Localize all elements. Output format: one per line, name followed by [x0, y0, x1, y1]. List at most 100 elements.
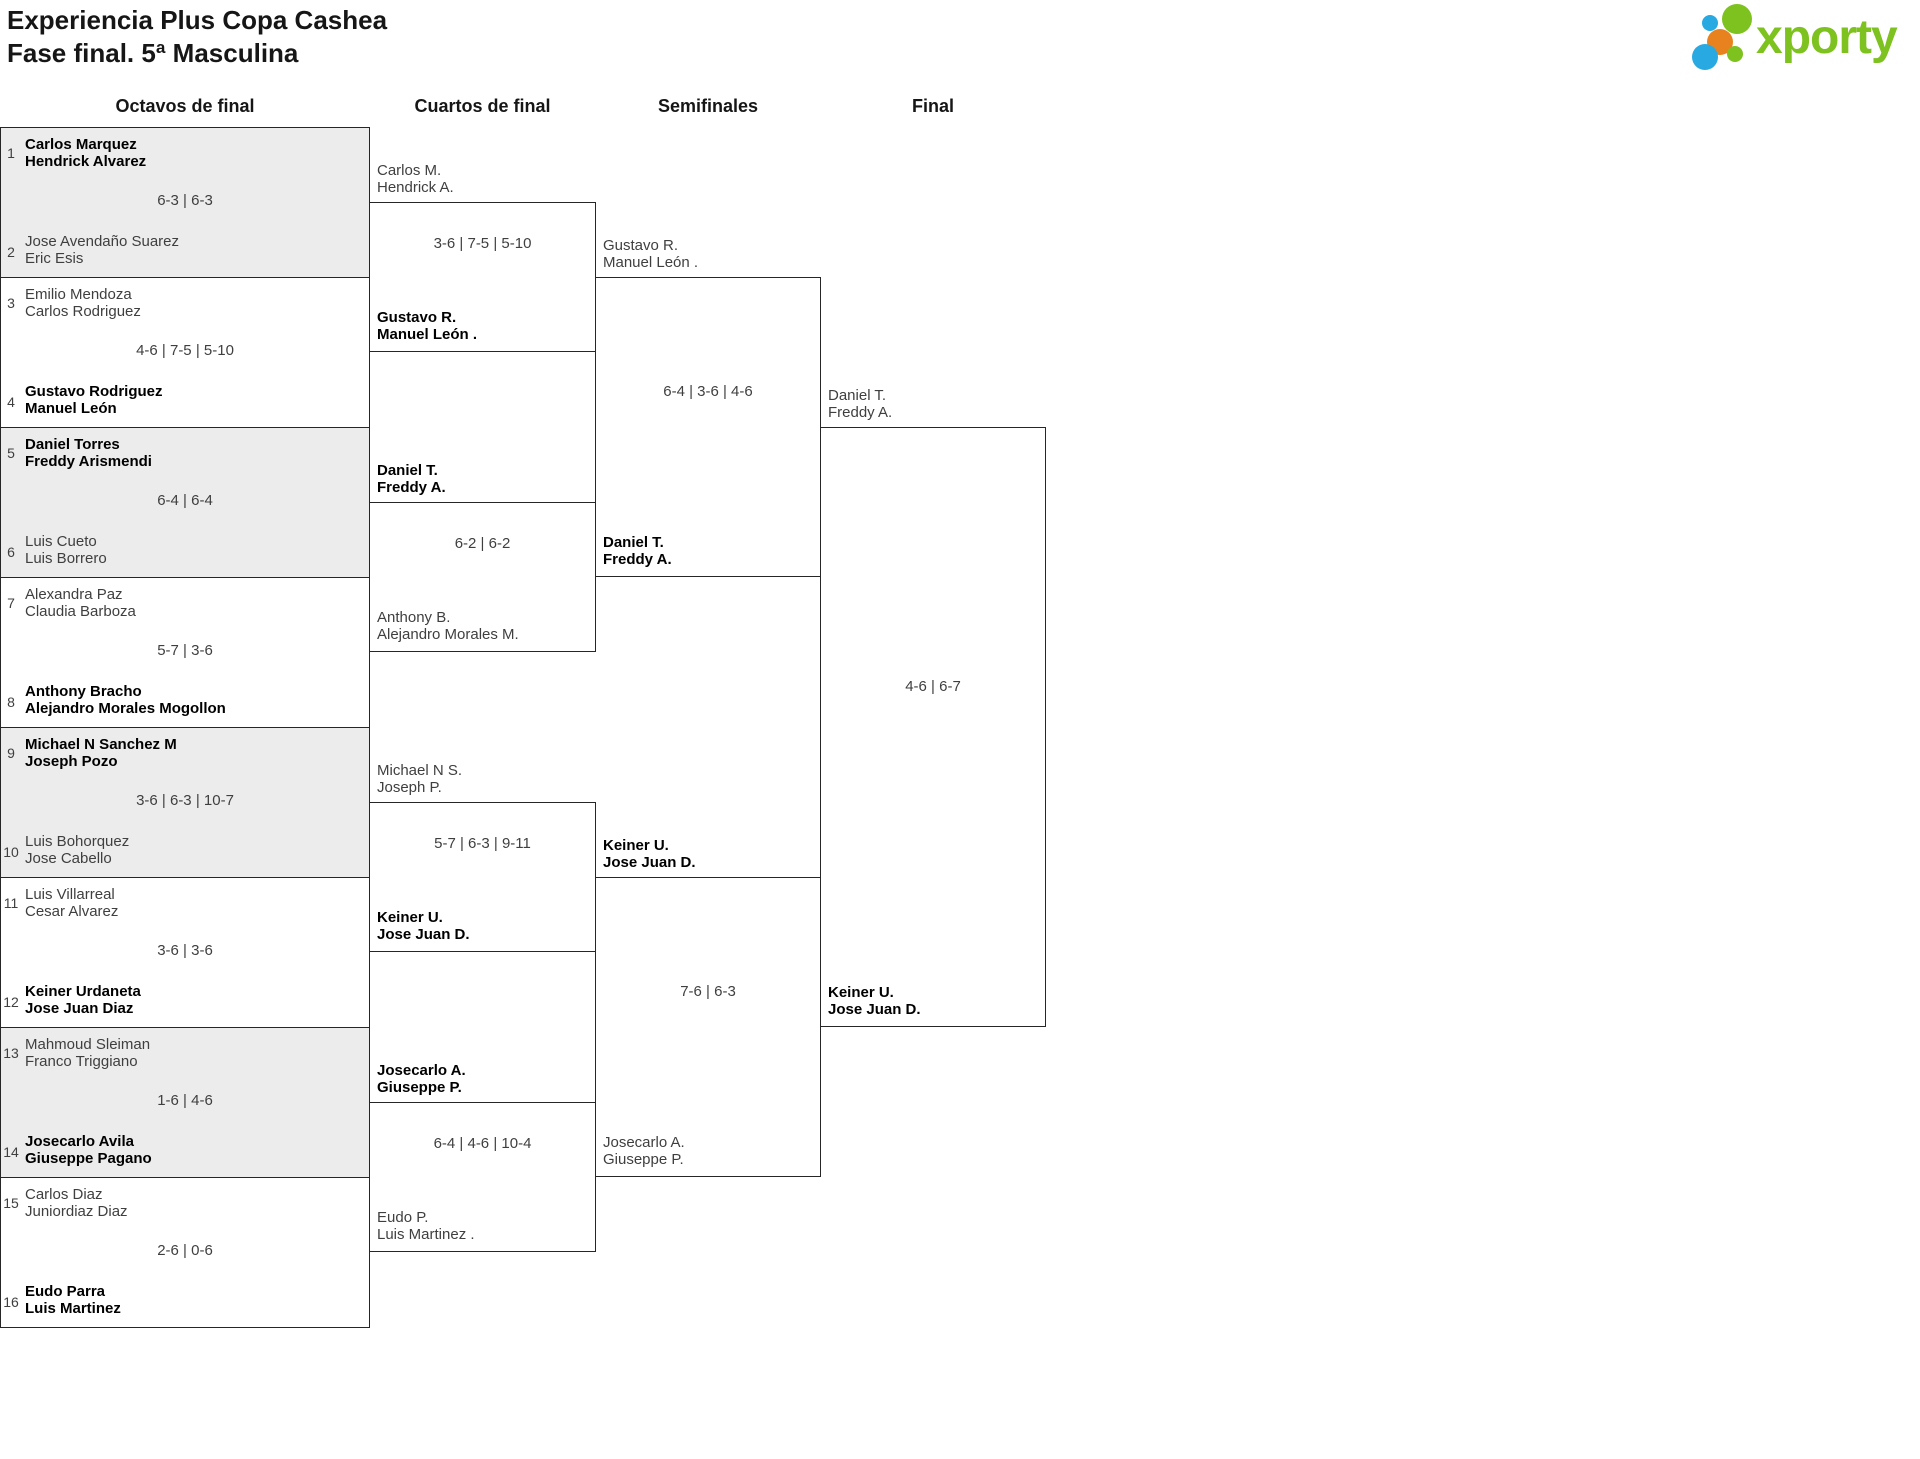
seed-number: 6	[7, 544, 15, 560]
player-name: Manuel León .	[377, 326, 478, 343]
match-score: 3-6 | 6-3 | 10-7	[136, 792, 234, 809]
team-entry[interactable]: Michael N S. Joseph P.	[377, 762, 593, 796]
player-name: Keiner U.	[603, 837, 669, 854]
match-score: 6-2 | 6-2	[454, 535, 511, 552]
seed-number: 1	[7, 145, 15, 161]
player-name: Josecarlo A.	[377, 1062, 466, 1079]
player-name: Eric Esis	[25, 250, 84, 267]
team-entry[interactable]: Emilio Mendoza Carlos Rodriguez	[25, 286, 365, 320]
seed-number: 10	[3, 844, 19, 860]
player-name: Michael N S.	[377, 762, 463, 779]
team-entry[interactable]: Jose Avendaño Suarez Eric Esis	[25, 233, 365, 267]
team-entry[interactable]: Daniel T. Freddy A.	[828, 387, 1043, 421]
r16-match-5: 9 Michael N Sanchez M Joseph Pozo 3-6 | …	[0, 727, 370, 878]
player-name: Hendrick A.	[377, 179, 454, 196]
seed-number: 16	[3, 1294, 19, 1310]
player-name: Alejandro Morales Mogollon	[25, 700, 226, 717]
player-name: Hendrick Alvarez	[25, 153, 147, 170]
team-entry[interactable]: Luis Cueto Luis Borrero	[25, 533, 365, 567]
player-name: Freddy A.	[377, 479, 446, 496]
player-name: Cesar Alvarez	[25, 903, 119, 920]
player-name: Jose Avendaño Suarez	[25, 233, 180, 250]
player-name: Keiner U.	[377, 909, 443, 926]
round-header-semifinales: Semifinales	[657, 96, 759, 116]
team-entry[interactable]: Alexandra Paz Claudia Barboza	[25, 586, 365, 620]
match-score: 5-7 | 3-6	[157, 642, 213, 659]
player-name: Michael N Sanchez M	[25, 736, 177, 753]
player-name: Gustavo R.	[603, 237, 679, 254]
player-name: Carlos Rodriguez	[25, 303, 141, 320]
xporty-logo-icon[interactable]	[1688, 2, 1754, 72]
team-entry[interactable]: Josecarlo A. Giuseppe P.	[603, 1134, 818, 1168]
player-name: Luis Borrero	[25, 550, 107, 567]
player-name: Claudia Barboza	[25, 603, 136, 620]
player-name: Giuseppe P.	[603, 1151, 684, 1168]
team-entry[interactable]: Anthony Bracho Alejandro Morales Mogollo…	[25, 683, 365, 717]
team-entry[interactable]: Eudo Parra Luis Martinez	[25, 1283, 365, 1317]
team-entry[interactable]: Daniel T. Freddy A.	[603, 534, 818, 568]
team-entry[interactable]: Gustavo R. Manuel León .	[377, 309, 593, 343]
team-entry[interactable]: Josecarlo Avila Giuseppe Pagano	[25, 1133, 365, 1167]
match-score: 1-6 | 4-6	[157, 1092, 213, 1109]
player-name: Joseph P.	[377, 779, 442, 796]
qf-match-3: Michael N S. Joseph P. 5-7 | 6-3 | 9-11 …	[369, 762, 596, 952]
seed-number: 15	[3, 1195, 19, 1211]
player-name: Giuseppe Pagano	[25, 1150, 152, 1167]
player-name: Giuseppe P.	[377, 1079, 462, 1096]
round-header-final: Final	[911, 96, 954, 116]
player-name: Jose Juan D.	[603, 854, 696, 871]
team-entry[interactable]: Carlos Marquez Hendrick Alvarez	[25, 136, 365, 170]
xporty-logo-wordmark[interactable]: xporty	[1756, 11, 1898, 64]
player-name: Luis Bohorquez	[25, 833, 130, 850]
team-entry[interactable]: Josecarlo A. Giuseppe P.	[377, 1062, 593, 1096]
player-name: Eudo Parra	[25, 1283, 106, 1300]
match-score: 2-6 | 0-6	[157, 1242, 213, 1259]
team-entry[interactable]: Mahmoud Sleiman Franco Triggiano	[25, 1036, 365, 1070]
match-score: 6-4 | 4-6 | 10-4	[433, 1135, 532, 1152]
player-name: Daniel Torres	[25, 436, 120, 453]
qf-match-2: Daniel T. Freddy A. 6-2 | 6-2 Anthony B.…	[369, 462, 596, 652]
team-entry[interactable]: Daniel T. Freddy A.	[377, 462, 593, 496]
player-name: Keiner Urdaneta	[25, 983, 141, 1000]
team-entry[interactable]: Daniel Torres Freddy Arismendi	[25, 436, 365, 470]
seed-number: 7	[7, 595, 15, 611]
player-name: Alejandro Morales M.	[377, 626, 519, 643]
player-name: Daniel T.	[603, 534, 664, 551]
player-name: Luis Martinez .	[377, 1226, 475, 1243]
team-entry[interactable]: Keiner U. Jose Juan D.	[377, 909, 593, 943]
team-entry[interactable]: Gustavo R. Manuel León .	[603, 237, 818, 271]
r16-match-2: 3 Emilio Mendoza Carlos Rodriguez 4-6 | …	[0, 277, 370, 428]
team-entry[interactable]: Eudo P. Luis Martinez .	[377, 1209, 593, 1243]
seed-number: 13	[3, 1045, 19, 1061]
team-entry[interactable]: Luis Bohorquez Jose Cabello	[25, 833, 365, 867]
r16-match-3: 5 Daniel Torres Freddy Arismendi 6-4 | 6…	[0, 427, 370, 578]
player-name: Luis Cueto	[25, 533, 97, 550]
team-entry[interactable]: Luis Villarreal Cesar Alvarez	[25, 886, 365, 920]
match-score: 6-4 | 6-4	[157, 492, 213, 509]
player-name: Gustavo Rodriguez	[25, 383, 163, 400]
player-name: Anthony B.	[377, 609, 451, 626]
player-name: Luis Martinez	[25, 1300, 121, 1317]
player-name: Keiner U.	[828, 984, 894, 1001]
team-entry[interactable]: Carlos M. Hendrick A.	[377, 162, 593, 196]
player-name: Jose Juan Diaz	[25, 1000, 134, 1017]
r16-match-4: 7 Alexandra Paz Claudia Barboza 5-7 | 3-…	[0, 577, 370, 728]
seed-number: 3	[7, 295, 15, 311]
team-entry[interactable]: Michael N Sanchez M Joseph Pozo	[25, 736, 365, 770]
team-entry[interactable]: Gustavo Rodriguez Manuel León	[25, 383, 365, 417]
player-name: Josecarlo A.	[603, 1134, 685, 1151]
match-score: 4-6 | 6-7	[905, 678, 961, 695]
team-entry[interactable]: Anthony B. Alejandro Morales M.	[377, 609, 593, 643]
match-score: 7-6 | 6-3	[680, 983, 736, 1000]
player-name: Daniel T.	[377, 462, 438, 479]
team-entry[interactable]: Keiner U. Jose Juan D.	[603, 837, 818, 871]
team-entry[interactable]: Keiner Urdaneta Jose Juan Diaz	[25, 983, 365, 1017]
team-entry[interactable]: Keiner U. Jose Juan D.	[828, 984, 1043, 1018]
match-score: 3-6 | 7-5 | 5-10	[433, 235, 532, 252]
team-entry[interactable]: Carlos Diaz Juniordiaz Diaz	[25, 1186, 365, 1220]
round-header-cuartos: Cuartos de final	[414, 96, 551, 116]
player-name: Mahmoud Sleiman	[25, 1036, 151, 1053]
player-name: Freddy A.	[603, 551, 672, 568]
player-name: Luis Villarreal	[25, 886, 115, 903]
